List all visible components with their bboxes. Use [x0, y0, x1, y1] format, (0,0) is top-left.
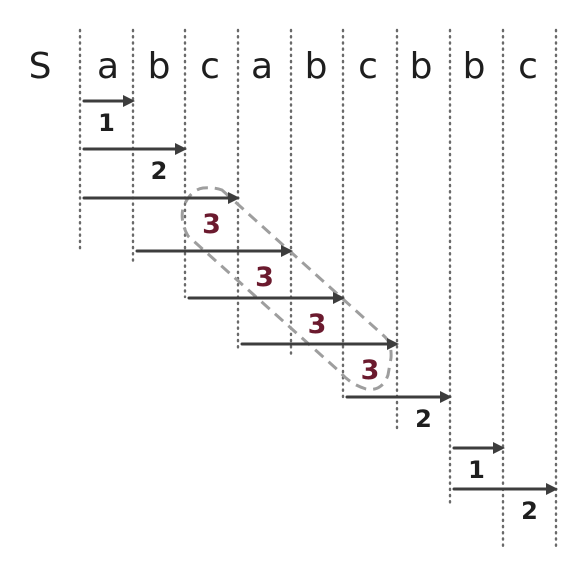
segment-4: 3 — [135, 245, 293, 293]
arrow-head-icon — [493, 442, 505, 454]
segment-9: 2 — [452, 483, 558, 525]
segment-length-label: 2 — [151, 157, 168, 185]
arrow-head-icon — [387, 338, 399, 350]
start-symbol-label: S — [29, 46, 52, 87]
segment-length-label: 3 — [361, 355, 380, 386]
string-character-7: b — [410, 46, 433, 87]
arrow-head-icon — [175, 143, 187, 155]
segment-5: 3 — [187, 292, 345, 340]
string-character-2: b — [148, 46, 171, 87]
segment-length-label: 2 — [415, 405, 432, 433]
highlighted-length-3-window-outline — [180, 186, 393, 391]
segment-1: 1 — [82, 95, 135, 137]
string-character-9: c — [518, 46, 538, 87]
arrow-head-icon — [281, 245, 293, 257]
arrow-head-icon — [546, 483, 558, 495]
segment-7: 2 — [345, 391, 452, 433]
string-character-8: b — [463, 46, 486, 87]
segment-arrows: 1 2 3 3 3 3 2 1 2 — [82, 95, 558, 525]
segment-length-label: 3 — [308, 309, 327, 340]
string-character-3: c — [200, 46, 220, 87]
segment-8: 1 — [452, 442, 505, 484]
segment-length-label: 1 — [98, 109, 115, 137]
string-character-1: a — [97, 46, 119, 87]
segment-length-label: 3 — [255, 262, 274, 293]
string-character-6: c — [358, 46, 378, 87]
segment-length-label: 3 — [202, 209, 221, 240]
string-character-5: b — [305, 46, 328, 87]
segment-3: 3 — [82, 192, 240, 240]
segment-6: 3 — [240, 338, 399, 386]
string-character-4: a — [251, 46, 273, 87]
arrow-head-icon — [333, 292, 345, 304]
arrow-head-icon — [228, 192, 240, 204]
arrow-head-icon — [440, 391, 452, 403]
segment-length-label: 2 — [521, 497, 538, 525]
segment-2: 2 — [82, 143, 187, 185]
arrow-head-icon — [123, 95, 135, 107]
segment-length-label: 1 — [468, 456, 485, 484]
